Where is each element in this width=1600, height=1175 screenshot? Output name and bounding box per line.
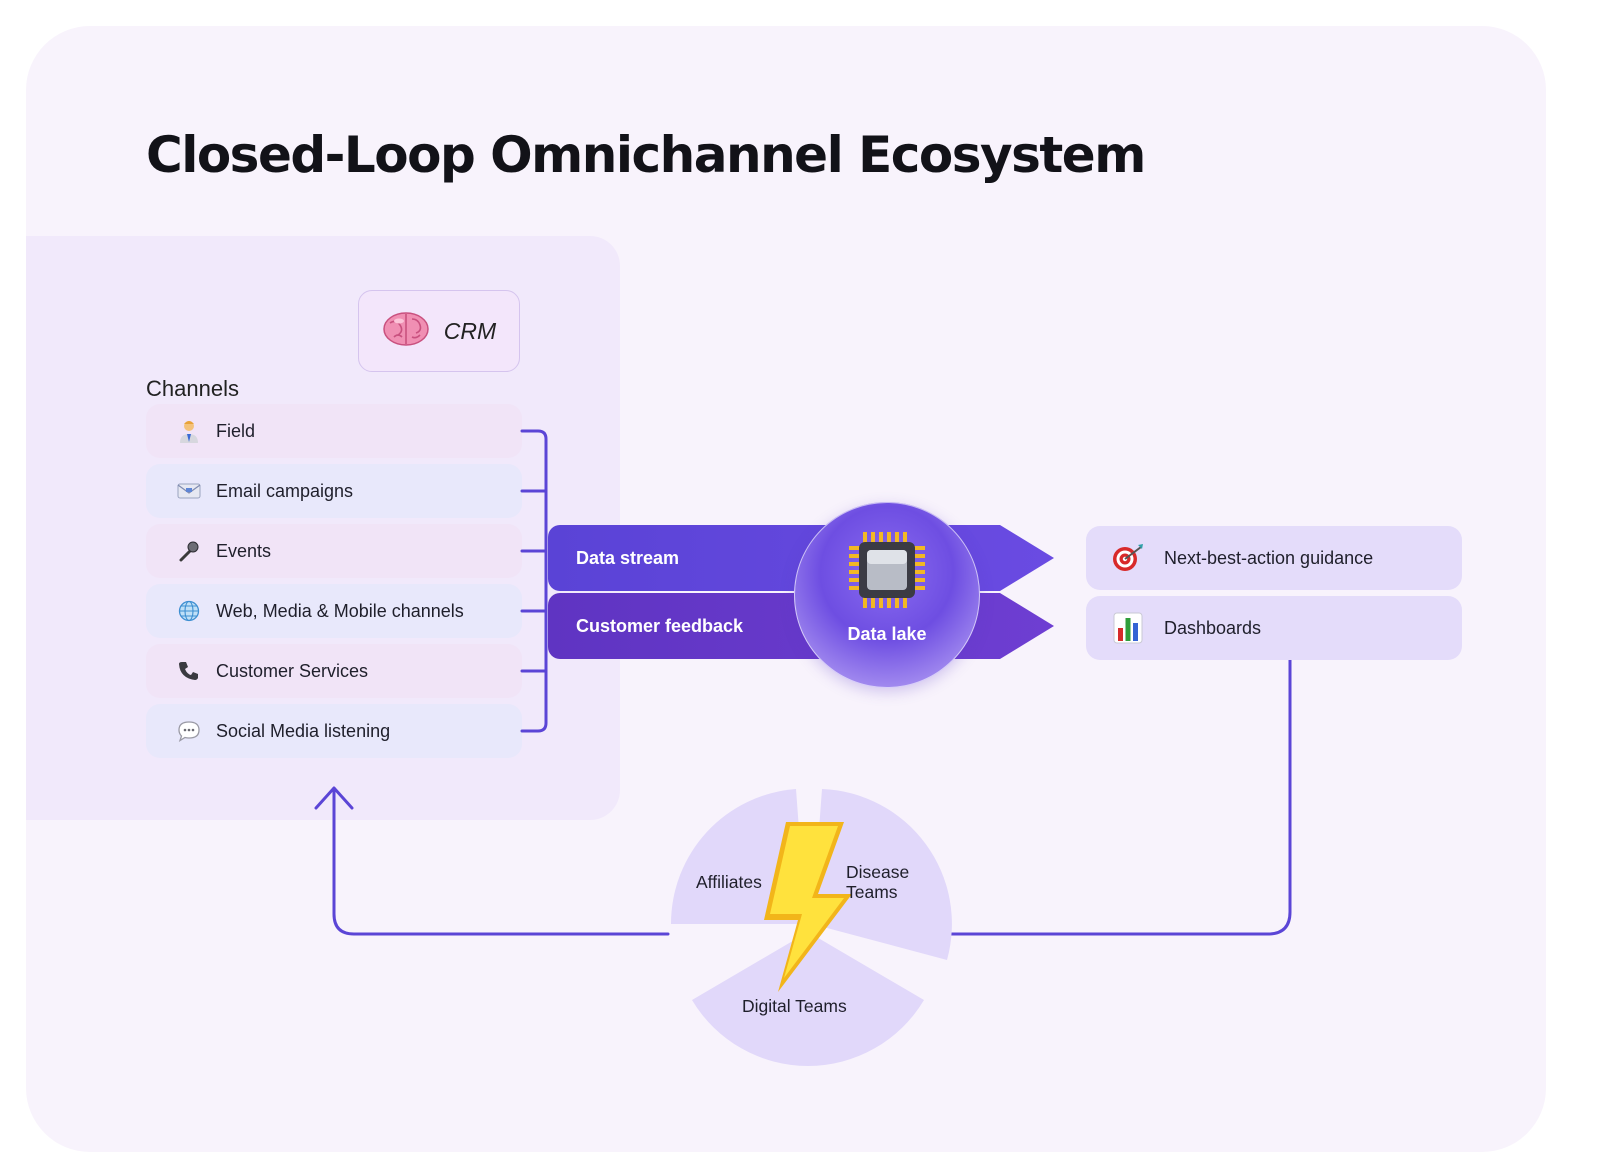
person-icon — [174, 419, 204, 443]
digital-teams-segment — [692, 932, 924, 1066]
channel-customer-services: Customer Services — [146, 644, 522, 698]
channel-events: Events — [146, 524, 522, 578]
channel-label: Email campaigns — [216, 480, 354, 501]
page-title: Closed-Loop Omnichannel Ecosystem — [146, 126, 1146, 184]
envelope-icon — [174, 482, 204, 500]
channel-label: Social Media listening — [216, 720, 391, 741]
channel-label: Field — [216, 420, 256, 441]
output-label: Dashboards — [1164, 617, 1262, 638]
channel-label: Events — [216, 540, 272, 561]
data-stream-label: Data stream — [576, 547, 680, 568]
lightning-icon — [764, 822, 852, 992]
disease-teams-label-line1: Disease — [846, 862, 910, 882]
output-label: Next-best-action guidance — [1164, 547, 1374, 568]
channel-social-media-listening: Social Media listening — [146, 704, 522, 758]
channels-heading: Channels — [146, 376, 239, 401]
channel-label: Web, Media & Mobile channels — [216, 600, 464, 621]
customer-feedback-label: Customer feedback — [576, 615, 744, 636]
bar-chart-icon — [1110, 612, 1146, 644]
channel-label: Customer Services — [216, 660, 369, 681]
speech-bubble-icon — [174, 720, 204, 742]
data-lake: Data lake — [794, 502, 980, 688]
chip-icon — [849, 532, 925, 608]
brain-icon — [382, 309, 430, 354]
channel-web-media-mobile: Web, Media & Mobile channels — [146, 584, 522, 638]
channel-email-campaigns: Email campaigns — [146, 464, 522, 518]
microphone-icon — [174, 540, 204, 562]
target-icon — [1110, 543, 1146, 573]
teams-pie — [670, 789, 952, 1066]
crm-box: CRM — [358, 290, 520, 372]
crm-label: CRM — [443, 317, 497, 344]
phone-icon — [174, 660, 204, 682]
digital-teams-label: Digital Teams — [742, 996, 847, 1016]
output-dashboards: Dashboards — [1086, 596, 1462, 660]
output-next-best-action: Next-best-action guidance — [1086, 526, 1462, 590]
disease-teams-segment — [812, 789, 952, 960]
channel-field: Field — [146, 404, 522, 458]
data-lake-label: Data lake — [847, 624, 927, 644]
globe-icon — [174, 600, 204, 622]
affiliates-label: Affiliates — [696, 872, 762, 892]
disease-teams-label-line2: Teams — [846, 882, 898, 902]
